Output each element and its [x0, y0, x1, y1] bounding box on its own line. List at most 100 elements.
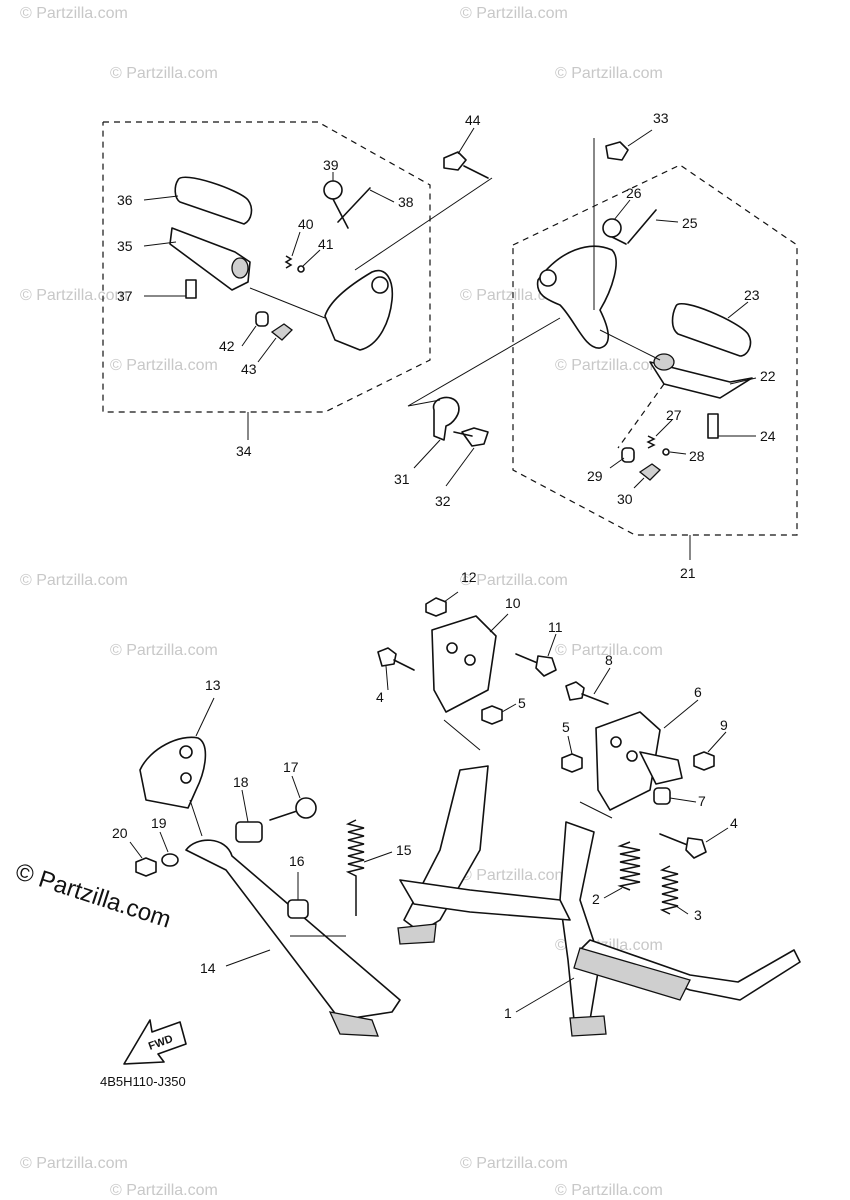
- fwd-arrow-shape: [123, 1019, 187, 1065]
- callout-42: 42: [219, 338, 235, 354]
- callout-19: 19: [151, 815, 167, 831]
- watermark-5: © Partzilla.com: [110, 357, 218, 374]
- leader-38: [369, 189, 395, 203]
- callout-29: 29: [587, 468, 603, 484]
- collar-16: [287, 899, 309, 919]
- pin-39: [323, 180, 343, 200]
- callout-26: 26: [626, 185, 642, 201]
- watermark-tr: © Partzilla.com: [460, 5, 568, 22]
- spring-3: [659, 865, 679, 915]
- callout-7: 7: [698, 793, 706, 809]
- callout-5b: 5: [562, 719, 570, 735]
- stand-assembly: [377, 591, 801, 1037]
- callout-33: 33: [653, 110, 669, 126]
- callout-4b: 4: [730, 815, 738, 831]
- collar-18: [235, 821, 263, 843]
- watermark-1: © Partzilla.com: [110, 65, 218, 82]
- watermark-13: © Partzilla.com: [20, 1155, 128, 1172]
- pin-39-shaft: [332, 198, 349, 229]
- leader-41: [302, 249, 321, 267]
- callout-36: 36: [117, 192, 133, 208]
- leader-20: [129, 841, 143, 859]
- leader-28: [669, 451, 687, 455]
- bolt-44-shaft: [463, 165, 489, 179]
- watermark-tl: © Partzilla.com: [20, 5, 128, 22]
- bracket-right-boss: [539, 269, 557, 287]
- leader-8: [593, 667, 611, 695]
- group-outline-34: [102, 121, 431, 413]
- main-stand-pedal-arm: [579, 939, 801, 1001]
- leader-2: [603, 887, 623, 899]
- leader-5b: [567, 735, 573, 755]
- stand-switch: [639, 751, 683, 785]
- callout-20: 20: [112, 825, 128, 841]
- leader-30: [633, 477, 645, 489]
- leader-32: [445, 447, 475, 487]
- clip-38: [337, 187, 371, 223]
- bracket-10-hole-b: [464, 654, 476, 666]
- bolt-8-shaft: [581, 693, 609, 705]
- callout-44: 44: [465, 112, 481, 128]
- callout-37: 37: [117, 288, 133, 304]
- callout-2: 2: [592, 891, 600, 907]
- watermark-9: © Partzilla.com: [110, 642, 218, 659]
- collar-7: [653, 787, 671, 805]
- watermark-3: © Partzilla.com: [20, 287, 128, 304]
- pin-26-shaft: [611, 236, 627, 245]
- damper-29: [621, 447, 635, 463]
- callout-12: 12: [461, 569, 477, 585]
- washer-19: [161, 853, 179, 867]
- leader-40: [291, 231, 301, 257]
- ball-41: [297, 265, 305, 273]
- callout-34: 34: [236, 443, 252, 459]
- nut-12: [425, 597, 447, 617]
- leader-10: [489, 613, 509, 633]
- leader-35: [143, 241, 177, 247]
- callout-17: 17: [283, 759, 299, 775]
- callout-5a: 5: [518, 695, 526, 711]
- callout-16: 16: [289, 853, 305, 869]
- callout-30: 30: [617, 491, 633, 507]
- callout-10: 10: [505, 595, 521, 611]
- damper-42: [255, 311, 269, 327]
- footrest-pivot-35: [231, 257, 249, 279]
- diagram-code: 4B5H110-J350: [100, 1074, 186, 1089]
- nut-5b: [561, 753, 583, 773]
- callout-11: 11: [548, 619, 563, 635]
- leader-15: [363, 851, 393, 863]
- leader-5a: [501, 703, 517, 713]
- left-footrest-assembly: [102, 121, 493, 440]
- callout-28: 28: [689, 448, 705, 464]
- watermark-8: © Partzilla.com: [460, 572, 568, 589]
- leader-43: [257, 337, 277, 363]
- bracket-6-hole-b: [626, 750, 638, 762]
- callout-9: 9: [720, 717, 728, 733]
- bolt-4a-shaft: [393, 659, 415, 671]
- callout-18: 18: [233, 774, 249, 790]
- callout-35: 35: [117, 238, 133, 254]
- leader-19: [159, 831, 169, 853]
- bracket-10-hole-a: [446, 642, 458, 654]
- callout-22: 22: [760, 368, 776, 384]
- nut-9: [693, 751, 715, 771]
- bolt-32-head: [461, 427, 489, 447]
- bolt-17-shaft: [269, 809, 301, 821]
- clamp-31: [432, 396, 460, 441]
- leader-bracket-10-path: [443, 719, 481, 751]
- watermark-11: © Partzilla.com: [460, 867, 568, 884]
- leader-9: [707, 731, 727, 753]
- bolt-32-shaft: [453, 431, 473, 437]
- footrest-rubber-36: [174, 176, 253, 225]
- leader-bracket-13-path: [189, 799, 203, 837]
- leader-7: [669, 797, 697, 803]
- watermark-6: © Partzilla.com: [555, 357, 663, 374]
- leader-13: [195, 697, 215, 737]
- bolt-11-shaft: [515, 653, 541, 665]
- main-stand-right-leg: [559, 821, 601, 1021]
- ball-28: [662, 448, 670, 456]
- watermark-2: © Partzilla.com: [555, 65, 663, 82]
- bolt-33-head: [605, 141, 629, 161]
- bolt-44-head: [443, 151, 467, 171]
- bracket-boss: [371, 276, 389, 294]
